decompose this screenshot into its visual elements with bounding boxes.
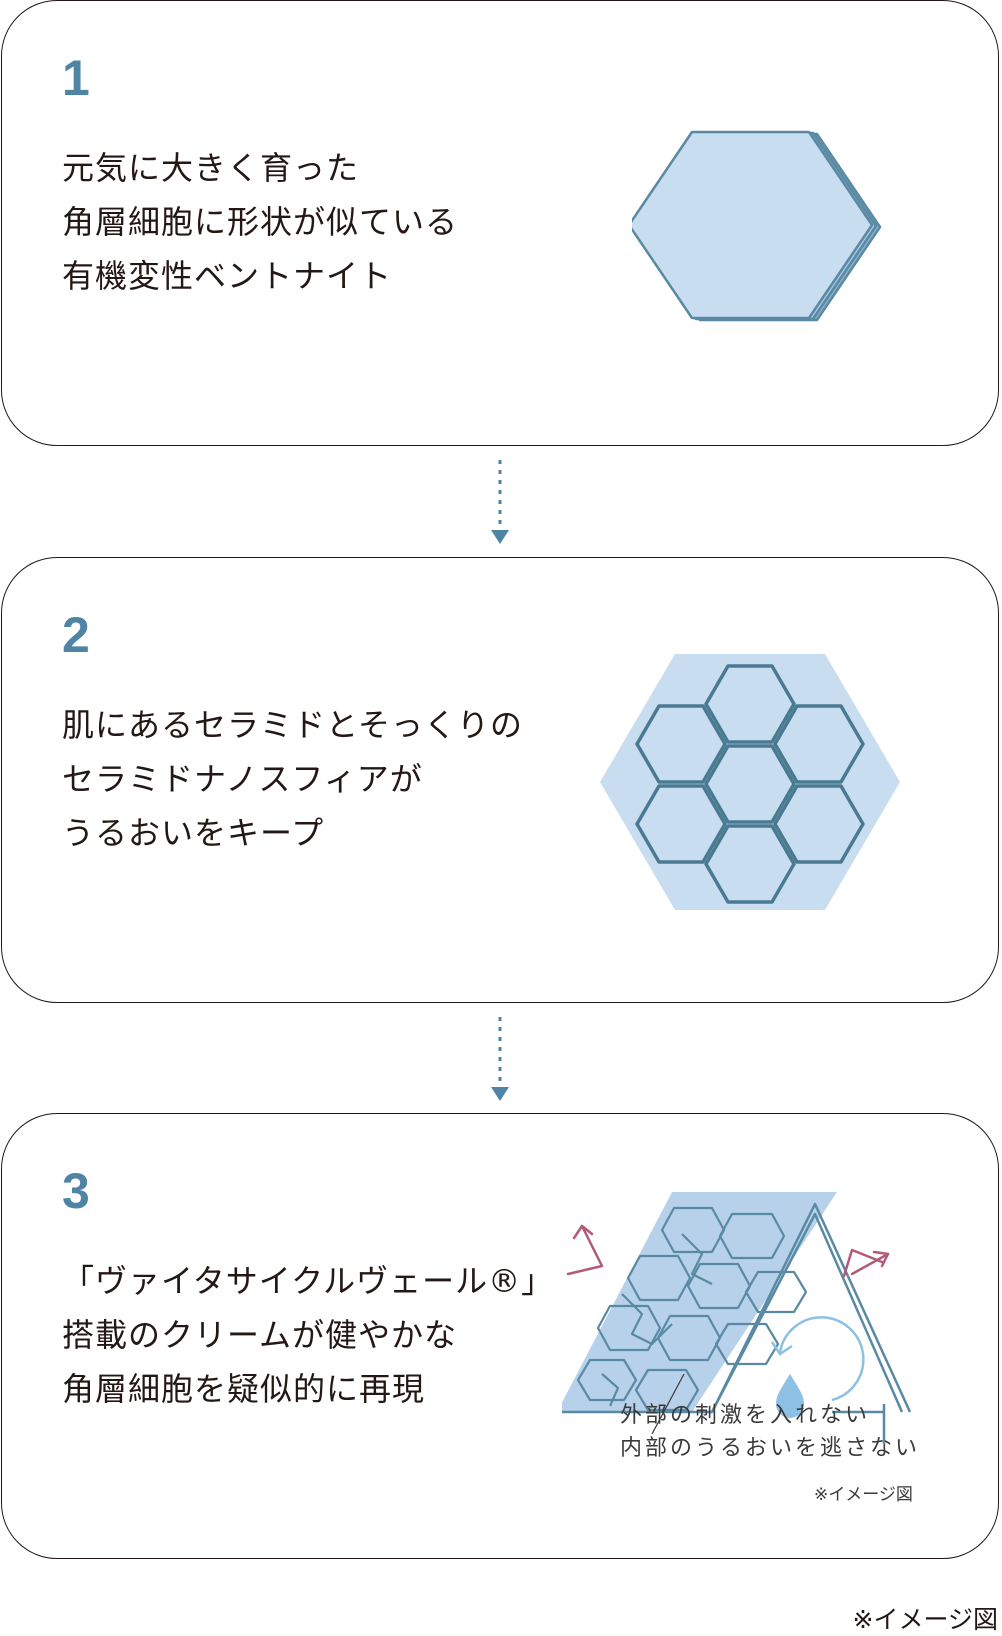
cycle-arrow-icon xyxy=(770,1316,865,1402)
step-line: 元気に大きく育った xyxy=(62,149,360,187)
hexagon-icon xyxy=(632,130,882,322)
step-line: 有機変性ベントナイト xyxy=(62,257,393,295)
step-number: 3 xyxy=(62,1163,90,1219)
droplet-icon xyxy=(776,1374,804,1418)
step-line: セラミドナノスフィアが xyxy=(62,760,423,798)
step-number: 2 xyxy=(62,607,90,663)
footnote: ※イメージ図 xyxy=(852,1605,998,1634)
down-arrow-icon xyxy=(491,460,509,544)
step-line: 肌にあるセラミドとそっくりの xyxy=(62,706,524,744)
step-description: 「ヴァイタサイクルヴェール®」 搭載のクリームが健やかな 角層細胞を疑似的に再現 xyxy=(62,1254,554,1416)
illustration-caption: 外部の刺激を入れない 内部のうるおいを逃さない xyxy=(620,1399,920,1465)
step-line: うるおいをキープ xyxy=(62,814,325,852)
step-description: 元気に大きく育った 角層細胞に形状が似ている 有機変性ベントナイト xyxy=(62,141,458,303)
roof-barrier-icon xyxy=(562,1192,912,1444)
down-arrow-icon xyxy=(491,1017,509,1101)
step-line: 「ヴァイタサイクルヴェール®」 xyxy=(62,1262,555,1300)
step-line: 搭載のクリームが健やかな xyxy=(62,1316,458,1354)
hexagon-cluster-icon xyxy=(600,654,900,910)
caption-line: 内部のうるおいを逃さない xyxy=(620,1436,921,1461)
illustration-note: ※イメージ図 xyxy=(814,1485,913,1505)
step-line: 角層細胞に形状が似ている xyxy=(62,203,459,241)
step-card-3: 3 「ヴァイタサイクルヴェール®」 搭載のクリームが健やかな 角層細胞を疑似的に… xyxy=(1,1113,999,1559)
step-card-1: 1 元気に大きく育った 角層細胞に形状が似ている 有機変性ベントナイト xyxy=(1,0,999,446)
step-line: 角層細胞を疑似的に再現 xyxy=(62,1370,426,1408)
step-number: 1 xyxy=(62,50,90,106)
step-card-2: 2 肌にあるセラミドとそっくりの セラミドナノスフィアが うるおいをキープ xyxy=(1,557,999,1003)
caption-line: 外部の刺激を入れない xyxy=(620,1403,871,1428)
step-description: 肌にあるセラミドとそっくりの セラミドナノスフィアが うるおいをキープ xyxy=(62,698,523,860)
